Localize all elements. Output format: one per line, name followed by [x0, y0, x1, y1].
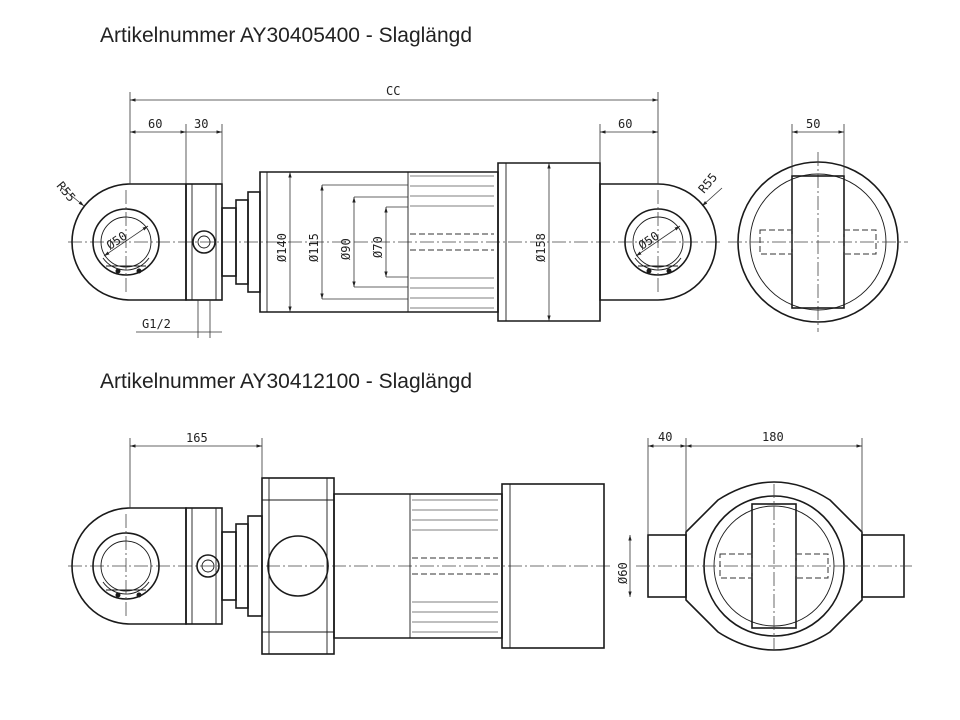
dim-phi158: Ø158: [534, 233, 548, 262]
dim-phi50-right: Ø50: [636, 229, 662, 253]
dim-r55-left: R55: [54, 179, 79, 205]
dim-r55-right: R55: [696, 170, 721, 196]
dim-port-g12: G1/2: [142, 317, 171, 331]
dim-cc: CC: [386, 84, 400, 98]
end-view-2: 40 180 Ø60: [616, 430, 912, 651]
dim-165: 165: [186, 431, 208, 445]
dim-phi50-left: Ø50: [104, 229, 130, 253]
dim-40: 40: [658, 430, 672, 444]
dim-phi70: Ø70: [371, 236, 385, 258]
dim-180: 180: [762, 430, 784, 444]
dim-phi60: Ø60: [616, 562, 630, 584]
heading-top: Artikelnummer AY30405400 - Slaglängd: [100, 24, 473, 47]
dim-phi90: Ø90: [339, 238, 353, 260]
dim-60-left: 60: [148, 117, 162, 131]
heading-bottom: Artikelnummer AY30412100 - Slaglängd: [100, 370, 473, 393]
dim-phi115: Ø115: [307, 233, 321, 262]
dim-30: 30: [194, 117, 208, 131]
dim-60-right: 60: [618, 117, 632, 131]
dim-phi140: Ø140: [275, 233, 289, 262]
cylinder-side-view-2: 165: [68, 431, 610, 655]
dim-50-top: 50: [806, 117, 820, 131]
cylinder-side-view-1: CC 60 30 60 R55 R55 Ø50 Ø50 Ø140 Ø115 Ø9…: [54, 84, 723, 338]
end-view-1: 50: [728, 117, 908, 332]
